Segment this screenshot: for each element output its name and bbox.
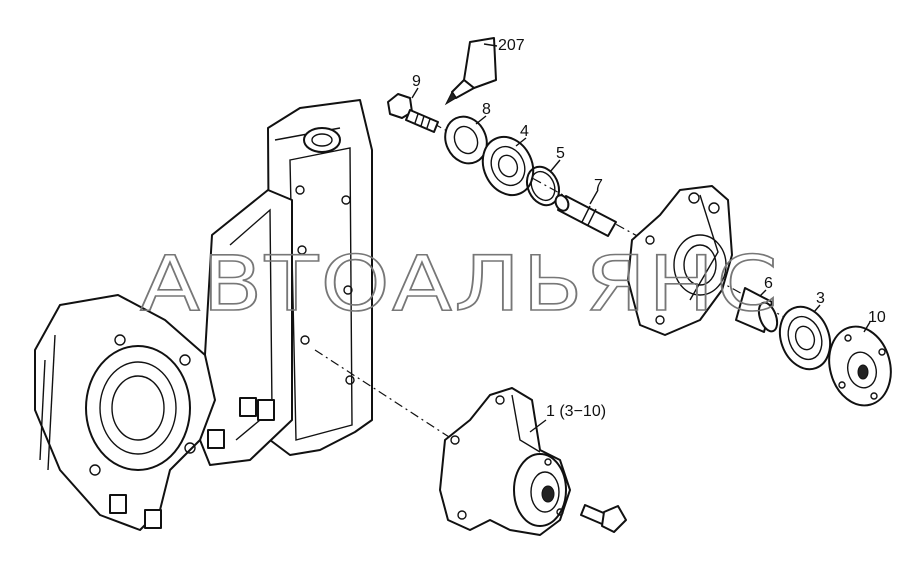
main-housing bbox=[34, 99, 373, 531]
callout-9: 9 bbox=[412, 73, 421, 90]
callout-10: 10 bbox=[868, 309, 886, 326]
hub-assembly-1 bbox=[439, 387, 627, 536]
callout-7: 7 bbox=[594, 177, 603, 194]
bolt-9 bbox=[387, 93, 439, 133]
callout-8: 8 bbox=[482, 101, 491, 118]
bearing-3 bbox=[778, 305, 832, 371]
callout-207: 207 bbox=[498, 37, 525, 54]
sealant-tube-207 bbox=[444, 37, 497, 106]
callout-6: 6 bbox=[764, 275, 773, 292]
flange-10 bbox=[828, 325, 892, 407]
bracket-upper bbox=[627, 185, 733, 336]
callout-4: 4 bbox=[520, 123, 529, 140]
sleeve-7 bbox=[554, 194, 617, 237]
leader-lines bbox=[411, 43, 871, 433]
bearing-4 bbox=[481, 135, 535, 197]
spacer-6 bbox=[735, 287, 779, 333]
watermark-text: АВТОАЛЬЯНС bbox=[140, 239, 780, 328]
callout-5: 5 bbox=[556, 145, 565, 162]
callout-1: 1 (3−10) bbox=[546, 403, 606, 420]
circlip-5 bbox=[525, 165, 561, 207]
seal-8 bbox=[444, 115, 488, 165]
callout-3: 3 bbox=[816, 290, 825, 307]
